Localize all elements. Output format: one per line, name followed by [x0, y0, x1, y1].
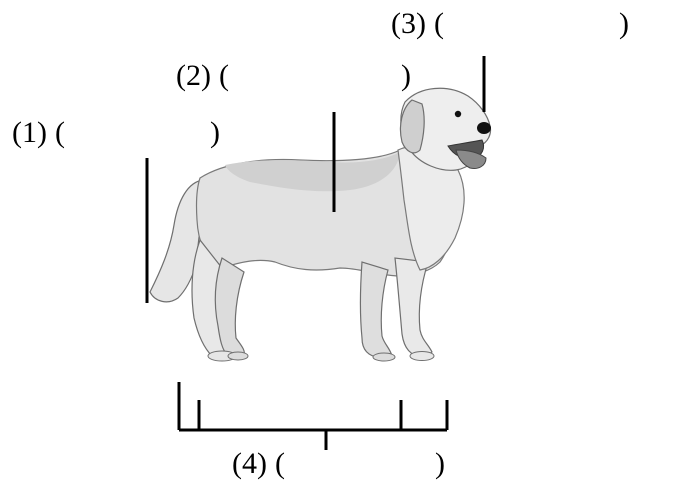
label-2-open-paren: ( [218, 59, 229, 92]
dog-ear [399, 99, 425, 154]
label-4-open-paren: ( [274, 447, 285, 480]
label-3-number: (3) [391, 7, 426, 40]
label-3: (3)() [391, 9, 629, 39]
label-2-close-paren: ) [400, 59, 411, 92]
dog-front-leg-front [394, 257, 433, 359]
label-1-number: (1) [12, 116, 47, 149]
bracket-4 [177, 382, 449, 450]
label-1-close-paren: ) [209, 116, 220, 149]
dog-eye [454, 110, 462, 118]
dog-illustration [149, 87, 492, 362]
label-2: (2)() [176, 61, 411, 91]
dog-back-shading [225, 152, 400, 192]
dog-paw [372, 352, 396, 362]
label-2-number: (2) [176, 59, 211, 92]
dog-paw [409, 351, 435, 361]
label-4-number: (4) [232, 447, 267, 480]
label-3-close-paren: ) [618, 7, 629, 40]
dog-front-leg-back [359, 261, 393, 359]
label-1-open-paren: ( [54, 116, 65, 149]
dog-nose [477, 122, 491, 134]
dog-tongue [455, 149, 487, 169]
dog-paw [227, 351, 249, 361]
label-4: (4)() [232, 449, 445, 479]
label-3-open-paren: ( [433, 7, 444, 40]
label-1: (1)() [12, 118, 220, 148]
label-4-close-paren: ) [434, 447, 445, 480]
